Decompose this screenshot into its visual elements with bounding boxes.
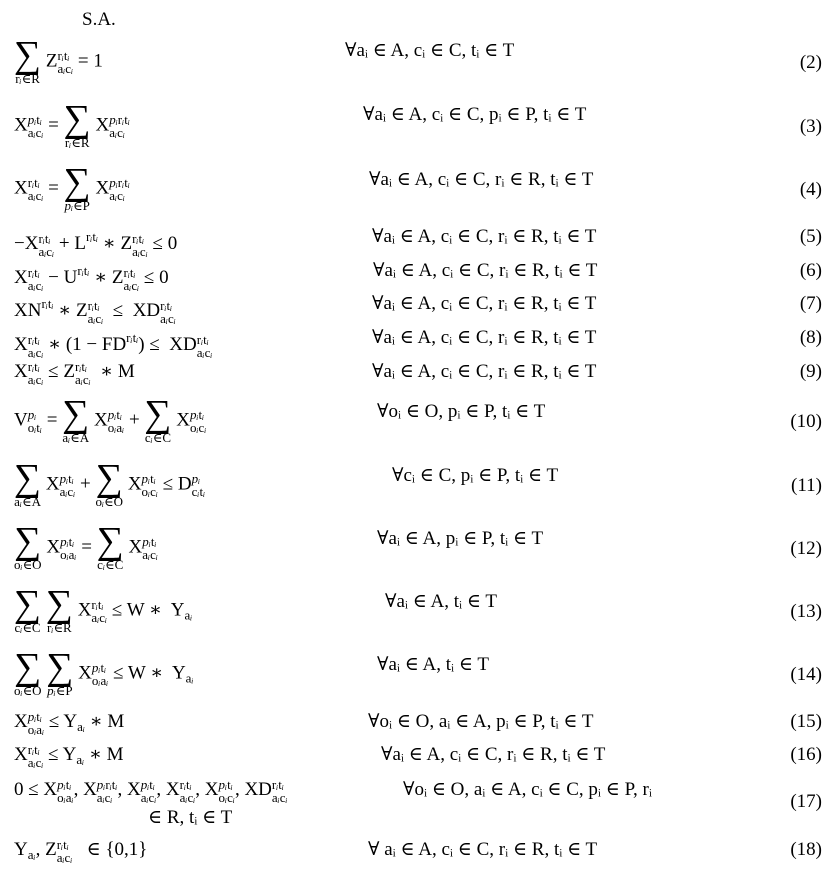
equation-4-number: (4) bbox=[799, 179, 822, 200]
equation-5-condition: ∀aᵢ ∈ A, cᵢ ∈ C, rᵢ ∈ R, tᵢ ∈ T bbox=[372, 226, 597, 247]
equation-2-number: (2) bbox=[799, 52, 822, 73]
equation-17-condition: ∀oᵢ ∈ O, aᵢ ∈ A, cᵢ ∈ C, pᵢ ∈ P, rᵢ bbox=[403, 779, 652, 800]
equation-4-condition: ∀aᵢ ∈ A, cᵢ ∈ C, rᵢ ∈ R, tᵢ ∈ T bbox=[369, 169, 594, 190]
equation-15-condition: ∀oᵢ ∈ O, aᵢ ∈ A, pᵢ ∈ P, tᵢ ∈ T bbox=[368, 711, 594, 732]
equation-8-number: (8) bbox=[799, 327, 822, 348]
equation-12-condition: ∀aᵢ ∈ A, pᵢ ∈ P, tᵢ ∈ T bbox=[377, 528, 544, 549]
heading-sa: S.A. bbox=[82, 9, 116, 30]
equation-16-number: (16) bbox=[790, 744, 822, 765]
equation-14-number: (14) bbox=[790, 664, 822, 685]
equation-9-number: (9) bbox=[799, 361, 822, 382]
equation-13-condition: ∀aᵢ ∈ A, tᵢ ∈ T bbox=[385, 591, 497, 612]
equation-15-number: (15) bbox=[790, 711, 822, 732]
equation-10-condition: ∀oᵢ ∈ O, pᵢ ∈ P, tᵢ ∈ T bbox=[377, 401, 546, 422]
equation-8-condition: ∀aᵢ ∈ A, cᵢ ∈ C, rᵢ ∈ R, tᵢ ∈ T bbox=[372, 327, 597, 348]
equation-3-condition: ∀aᵢ ∈ A, cᵢ ∈ C, pᵢ ∈ P, tᵢ ∈ T bbox=[363, 104, 587, 125]
equation-5-number: (5) bbox=[799, 226, 822, 247]
equation-18-condition: ∀ aᵢ ∈ A, cᵢ ∈ C, rᵢ ∈ R, tᵢ ∈ T bbox=[368, 839, 598, 860]
equation-18-number: (18) bbox=[790, 839, 822, 860]
equation-9-condition: ∀aᵢ ∈ A, cᵢ ∈ C, rᵢ ∈ R, tᵢ ∈ T bbox=[372, 361, 597, 382]
equation-6-condition: ∀aᵢ ∈ A, cᵢ ∈ C, rᵢ ∈ R, tᵢ ∈ T bbox=[373, 260, 598, 281]
equation-3-number: (3) bbox=[799, 116, 822, 137]
equation-11-condition: ∀cᵢ ∈ C, pᵢ ∈ P, tᵢ ∈ T bbox=[392, 465, 559, 486]
equation-10-number: (10) bbox=[790, 411, 822, 432]
equation-11-number: (11) bbox=[791, 475, 822, 496]
equation-14-condition: ∀aᵢ ∈ A, tᵢ ∈ T bbox=[377, 654, 489, 675]
equation-13-number: (13) bbox=[790, 601, 822, 622]
equation-12-number: (12) bbox=[790, 538, 822, 559]
equation-7-condition: ∀aᵢ ∈ A, cᵢ ∈ C, rᵢ ∈ R, tᵢ ∈ T bbox=[372, 293, 597, 314]
equation-6-number: (6) bbox=[799, 260, 822, 281]
equation-16-condition: ∀aᵢ ∈ A, cᵢ ∈ C, rᵢ ∈ R, tᵢ ∈ T bbox=[381, 744, 606, 765]
equation-17-number: (17) bbox=[790, 791, 822, 812]
equation-17-condition-cont: ∈ R, tᵢ ∈ T bbox=[148, 807, 233, 828]
equation-7-number: (7) bbox=[799, 293, 822, 314]
equation-2-condition: ∀aᵢ ∈ A, cᵢ ∈ C, tᵢ ∈ T bbox=[345, 40, 515, 61]
